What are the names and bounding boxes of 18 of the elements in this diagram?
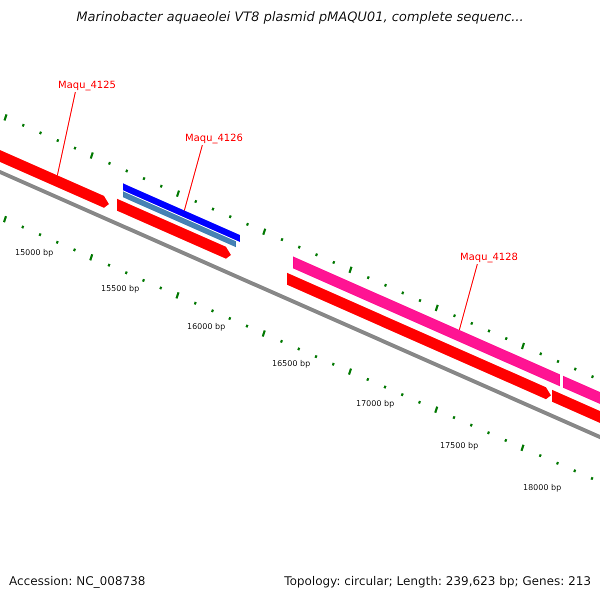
leader-line xyxy=(184,144,203,211)
scale-label: 16500 bp xyxy=(272,359,310,368)
leader-line xyxy=(56,92,76,176)
scale-label: 15000 bp xyxy=(15,248,54,257)
accession-text: Accession: NC_008738 xyxy=(9,574,146,588)
scale-label: 15500 bp xyxy=(101,284,140,293)
scale-label: 16000 bp xyxy=(187,322,226,331)
title: Marinobacter aquaeolei VT8 plasmid pMAQU01, complete sequenc... xyxy=(75,10,525,25)
scale-label: 17500 bp xyxy=(440,441,478,450)
gene-label: Maqu_4128 xyxy=(460,252,518,263)
gene-arrow xyxy=(0,148,109,208)
gene-bar xyxy=(123,183,240,242)
gene-label: Maqu_4126 xyxy=(185,133,243,144)
summary-text: Topology: circular; Length: 239,623 bp; Genes: 213 xyxy=(284,574,591,588)
gene-label: Maqu_4125 xyxy=(58,80,116,91)
leader-line xyxy=(458,264,478,330)
scale-label: 18000 bp xyxy=(523,483,562,492)
scale-label: 17000 bp xyxy=(356,399,394,408)
